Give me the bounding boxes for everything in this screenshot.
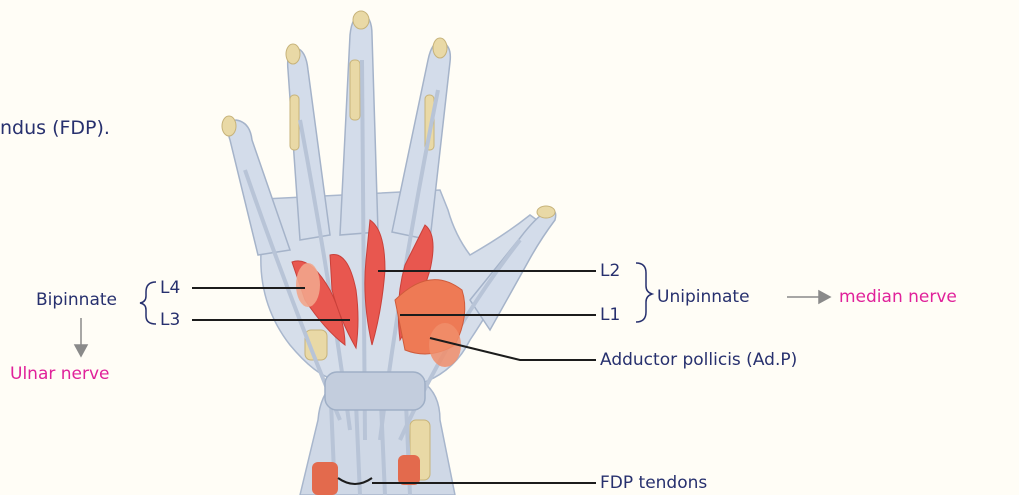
unipinnate-label: Unipinnate — [657, 287, 750, 307]
bipinnate-brace — [140, 282, 156, 324]
l4-label: L4 — [160, 278, 180, 298]
forearm-muscle-left — [312, 462, 338, 495]
l1-label: L1 — [600, 305, 620, 325]
median-nerve-label: median nerve — [839, 287, 957, 307]
forearm-muscle-right — [398, 455, 420, 485]
median-nerve-arrow — [787, 291, 830, 303]
middle-finger — [340, 14, 378, 235]
fdp-tendons-label: FDP tendons — [600, 473, 707, 493]
ulnar-nerve-arrow — [75, 318, 87, 356]
hand-illustration — [222, 11, 556, 495]
l3-label: L3 — [160, 310, 180, 330]
adductor-pollicis-label: Adductor pollicis (Ad.P) — [600, 350, 797, 370]
flexor-retinaculum — [325, 372, 425, 410]
bipinnate-label: Bipinnate — [36, 290, 117, 310]
unipinnate-brace — [636, 263, 652, 322]
little-finger — [228, 120, 290, 255]
heading-fragment: ndus (FDP). — [0, 118, 110, 138]
hypothenar-muscle — [296, 263, 320, 307]
ulnar-nerve-label: Ulnar nerve — [10, 364, 110, 384]
l2-label: L2 — [600, 261, 620, 281]
